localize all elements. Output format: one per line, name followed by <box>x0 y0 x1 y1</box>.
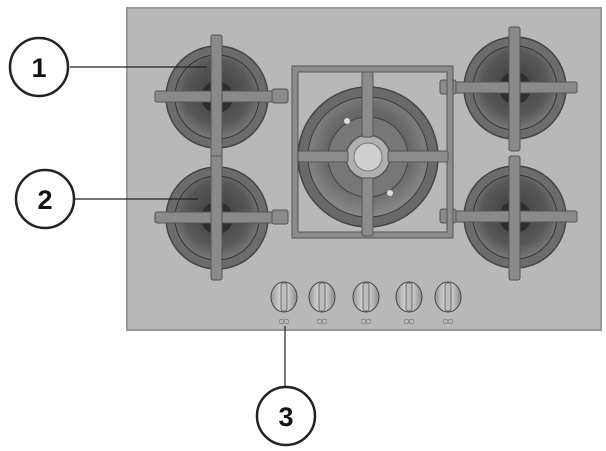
control-knob-3[interactable]: ◻◻ <box>352 281 380 325</box>
burner-top-left <box>154 34 289 160</box>
control-knob-4[interactable]: ◻◻ <box>395 281 423 325</box>
control-knob-5[interactable]: ◻◻ <box>434 281 462 325</box>
callout-1: 1 <box>8 36 70 98</box>
control-knob-1[interactable]: ◻◻ <box>270 281 298 325</box>
callout-leaders <box>70 66 286 388</box>
burner-top-right <box>439 26 578 152</box>
callout-2: 2 <box>14 168 76 230</box>
callout-1-label: 1 <box>31 53 46 83</box>
burner-symbol-icon: ◻◻ <box>404 318 414 325</box>
control-knobs: ◻◻ ◻◻ ◻◻ ◻◻ ◻◻ <box>270 281 462 325</box>
burner-symbol-icon: ◻◻ <box>279 318 289 325</box>
burner-center-wok <box>291 65 454 239</box>
control-knob-2[interactable]: ◻◻ <box>308 281 336 325</box>
burner-bottom-right <box>439 155 578 281</box>
burner-symbol-icon: ◻◻ <box>361 318 371 325</box>
callout-3-label: 3 <box>278 402 293 432</box>
burner-symbol-icon: ◻◻ <box>317 318 327 325</box>
callout-2-label: 2 <box>37 185 52 215</box>
burner-symbol-icon: ◻◻ <box>443 318 453 325</box>
callout-3: 3 <box>255 385 317 447</box>
burner-bottom-left <box>154 155 289 281</box>
